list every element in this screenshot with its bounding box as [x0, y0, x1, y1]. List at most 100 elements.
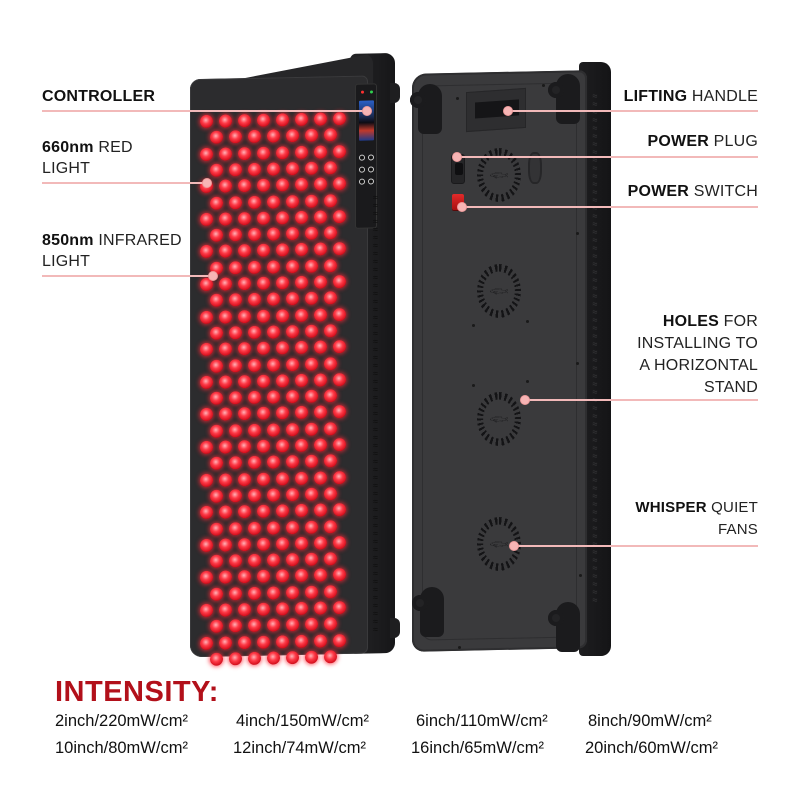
led-icon: [238, 374, 251, 389]
callout-line-lifting-handle: [508, 110, 758, 112]
callout-dot-fans: [509, 541, 519, 551]
intensity-value: 2inch/220mW/cm²: [55, 712, 188, 730]
led-icon: [228, 228, 242, 242]
led-icon: [304, 585, 318, 599]
led-icon: [200, 147, 213, 161]
callout-line-850nm: [42, 275, 212, 277]
led-icon: [200, 571, 213, 585]
led-icon: [247, 521, 261, 535]
label-controller: CONTROLLER: [42, 86, 155, 107]
led-icon: [304, 454, 318, 469]
led-icon: [219, 407, 232, 422]
callout-dot-660nm: [202, 178, 212, 188]
led-icon: [228, 521, 242, 535]
led-icon: [333, 437, 346, 452]
led-icon: [295, 112, 308, 127]
led-icon: [200, 473, 213, 487]
led-icon: [228, 163, 242, 177]
led-icon: [219, 114, 232, 128]
led-icon: [276, 504, 289, 518]
led-icon: [209, 196, 223, 210]
led-icon: [200, 440, 213, 455]
led-icon: [266, 292, 280, 306]
led-icon: [314, 242, 327, 257]
led-icon: [238, 276, 251, 291]
led-icon: [209, 228, 223, 242]
label-850nm-rest: INFRARED: [93, 232, 182, 249]
led-icon: [247, 195, 261, 209]
led-icon: [200, 408, 213, 422]
led-icon: [323, 128, 337, 142]
led-icon: [295, 601, 308, 616]
label-fans-line2: FANS: [718, 521, 758, 538]
mount-hole-icon: [472, 384, 475, 387]
led-icon: [276, 178, 289, 192]
led-icon: [295, 177, 308, 192]
led-icon: [304, 324, 318, 338]
label-holes: HOLES FOR INSTALLING TO A HORIZONTAL STA…: [637, 311, 758, 399]
led-icon: [285, 129, 299, 143]
fan-logo-icon: 𓆟: [489, 536, 509, 552]
screw-icon: [576, 232, 579, 235]
led-icon: [209, 652, 223, 666]
led-icon: [219, 505, 232, 519]
screw-icon: [458, 646, 461, 649]
led-icon: [247, 227, 261, 242]
led-icon: [295, 145, 308, 159]
screw-icon: [456, 97, 459, 100]
label-lifting-handle: LIFTING HANDLE: [624, 86, 758, 107]
led-icon: [257, 309, 270, 323]
led-icon: [247, 423, 261, 437]
led-icon: [228, 489, 242, 503]
led-icon: [333, 633, 346, 647]
label-holes-line3: A HORIZONTAL: [639, 357, 758, 374]
led-icon: [276, 210, 289, 225]
led-icon: [333, 242, 346, 256]
callout-line-power-plug: [457, 156, 758, 158]
brightness-button-icon: [368, 178, 374, 185]
led-icon: [323, 389, 337, 403]
led-icon: [323, 226, 337, 240]
intensity-value: 16inch/65mW/cm²: [411, 739, 544, 757]
led-icon: [304, 291, 318, 306]
led-icon: [209, 391, 223, 405]
power-button-icon: [359, 154, 365, 161]
front-mount-knob-top: [390, 82, 400, 104]
led-icon: [238, 537, 251, 552]
led-grid: [200, 111, 348, 670]
timer-button-icon: [368, 154, 374, 161]
label-850nm-line2: LIGHT: [42, 253, 91, 270]
led-icon: [257, 439, 270, 453]
led-icon: [285, 227, 299, 241]
led-icon: [323, 421, 337, 436]
led-icon: [219, 635, 232, 650]
label-controller-text: CONTROLLER: [42, 88, 156, 105]
led-icon: [285, 650, 299, 665]
label-holes-line4: STAND: [703, 379, 758, 396]
led-icon: [219, 277, 232, 291]
led-icon: [323, 552, 337, 566]
led-icon: [314, 275, 327, 289]
led-icon: [219, 309, 232, 324]
led-icon: [238, 439, 251, 454]
led-icon: [333, 144, 346, 158]
led-icon: [333, 307, 346, 321]
led-icon: [247, 619, 261, 633]
led-icon: [276, 373, 289, 388]
led-icon: [323, 454, 337, 468]
label-lifting-rest: HANDLE: [687, 88, 758, 105]
led-icon: [228, 586, 242, 601]
intensity-value: 6inch/110mW/cm²: [416, 712, 548, 730]
led-icon: [304, 259, 318, 273]
led-icon: [304, 617, 318, 632]
callout-dot-holes: [520, 395, 530, 405]
led-icon: [276, 276, 289, 290]
label-power-switch: POWER SWITCH: [628, 181, 758, 202]
led-icon: [247, 162, 261, 176]
label-plug-bold: POWER: [647, 133, 709, 150]
mount-hole-icon: [472, 324, 475, 327]
led-icon: [276, 471, 289, 486]
led-icon: [333, 209, 346, 224]
led-icon: [323, 258, 337, 273]
callout-line-660nm: [42, 182, 207, 184]
